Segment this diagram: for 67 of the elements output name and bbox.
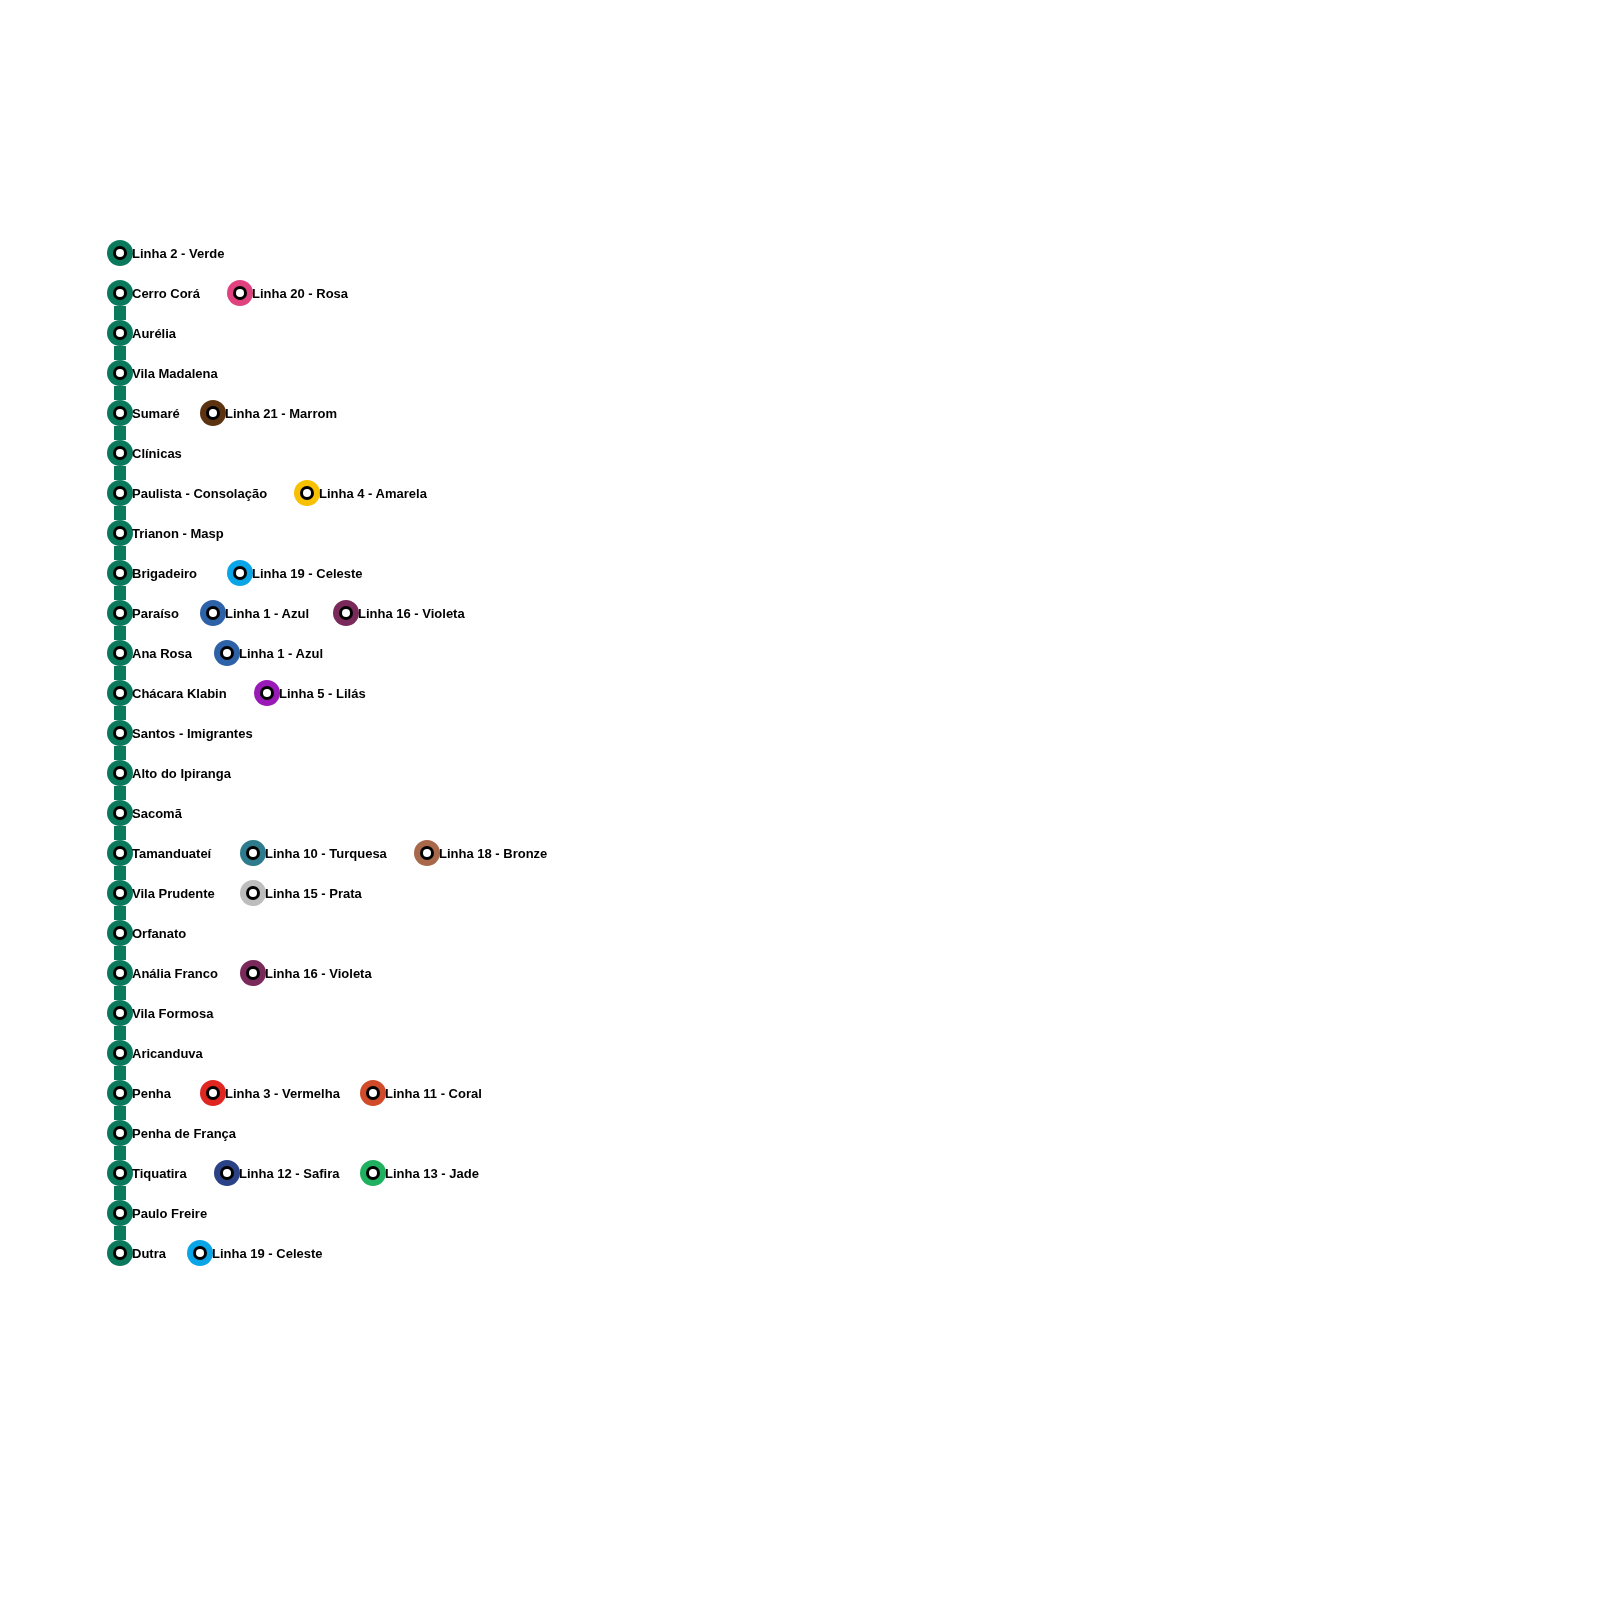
station-name: Paulo Freire [132,1206,208,1220]
line-segment [114,306,126,320]
line-segment [114,826,126,840]
station-name: Paraíso [132,606,179,620]
line-segment [114,546,126,560]
line-segment [114,586,126,600]
line-segment [114,986,126,1000]
line-segment [114,506,126,520]
station-name: Ana Rosa [132,646,192,660]
station-name: Linha 21 - Marrom [225,406,337,420]
line-segment [114,1106,126,1120]
line-segment [114,946,126,960]
station-name: Aurélia [132,326,177,340]
station-name: Trianon - Masp [132,526,224,540]
station-name: Sumaré [132,406,180,420]
line-segment [114,386,126,400]
station-name: Vila Prudente [132,886,215,900]
line-segment [114,786,126,800]
station-name: Tamanduateí [132,846,212,860]
station-name: Linha 13 - Jade [385,1166,479,1180]
station-name: Paulista - Consolação [132,486,268,500]
station-name: Vila Formosa [132,1006,214,1020]
station-name: Linha 10 - Turquesa [265,846,387,860]
line-segment [114,1066,126,1080]
station-name: Linha 1 - Azul [239,646,324,660]
station-name: Sacomã [132,806,182,820]
station-name: Aricanduva [132,1046,203,1060]
line-segment [114,426,126,440]
station-name: Tiquatira [132,1166,187,1180]
station-name: Clínicas [132,446,182,460]
station-name: Penha [132,1086,171,1100]
station-name: Dutra [132,1246,166,1260]
line-segment [114,346,126,360]
station-name: Penha de França [132,1126,237,1140]
line-segment [114,1026,126,1040]
station-name: Linha 19 - Celeste [252,566,363,580]
station-name: Orfanato [132,926,187,940]
station-name: Linha 20 - Rosa [252,286,349,300]
station-name: Linha 11 - Coral [385,1086,482,1100]
station-name: Linha 15 - Prata [265,886,362,900]
station-name: Cerro Corá [132,286,200,300]
station-name: Santos - Imigrantes [132,726,253,740]
line-segment [114,1146,126,1160]
station-name: Linha 3 - Vermelha [225,1086,340,1100]
station-name: Linha 19 - Celeste [212,1246,323,1260]
station-name: Brigadeiro [132,566,197,580]
station-name: Linha 18 - Bronze [439,846,548,860]
station-name: Linha 4 - Amarela [319,486,427,500]
line-segment [114,466,126,480]
station-name: Linha 5 - Lilás [279,686,366,700]
station-name: Alto do Ipiranga [132,766,231,780]
line-segment [114,866,126,880]
station-name: Chácara Klabin [132,686,227,700]
line-segment [114,706,126,720]
line-segment [114,666,126,680]
station-name: Linha 12 - Safira [239,1166,340,1180]
station-name: Linha 16 - Violeta [358,606,465,620]
station-name: Linha 2 - Verde [132,246,225,260]
line-segment [114,1186,126,1200]
station-name: Linha 1 - Azul [225,606,310,620]
line-segment [114,746,126,760]
line-segment [114,1226,126,1240]
station-name: Vila Madalena [132,366,218,380]
line-segment [114,906,126,920]
line-segment [114,626,126,640]
station-name: Anália Franco [132,966,218,980]
station-name: Linha 16 - Violeta [265,966,372,980]
